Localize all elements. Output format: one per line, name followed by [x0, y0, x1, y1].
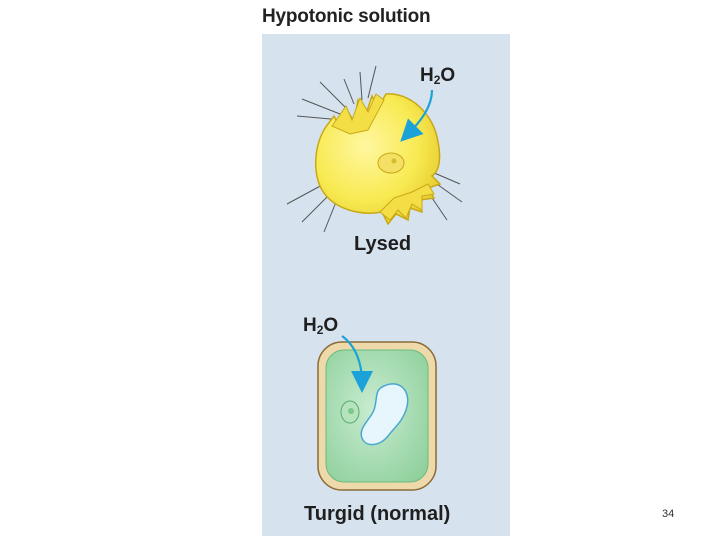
water-inflow-arrow-top	[400, 89, 434, 142]
label-turgid: Turgid (normal)	[304, 503, 451, 525]
torn-flap-bottom	[379, 183, 435, 221]
label-lysed: Lysed	[354, 233, 412, 255]
diagram-graphics	[286, 65, 463, 491]
water-label-top: H2O	[420, 65, 456, 87]
nucleolus	[391, 158, 397, 164]
plant-nucleolus	[348, 408, 354, 414]
diagram-panel: H2O Lysed H2O Turgid (normal)	[262, 34, 510, 536]
diagram-title: Hypotonic solution	[262, 6, 431, 27]
page-number: 34	[662, 508, 675, 520]
torn-flap-top	[331, 93, 385, 135]
nucleus	[377, 152, 405, 174]
water-inflow-arrow-bottom	[341, 335, 373, 393]
turgid-cell	[317, 341, 437, 491]
central-vacuole	[360, 383, 409, 446]
lysed-cell	[286, 65, 463, 233]
water-label-bottom: H2O	[303, 315, 339, 337]
